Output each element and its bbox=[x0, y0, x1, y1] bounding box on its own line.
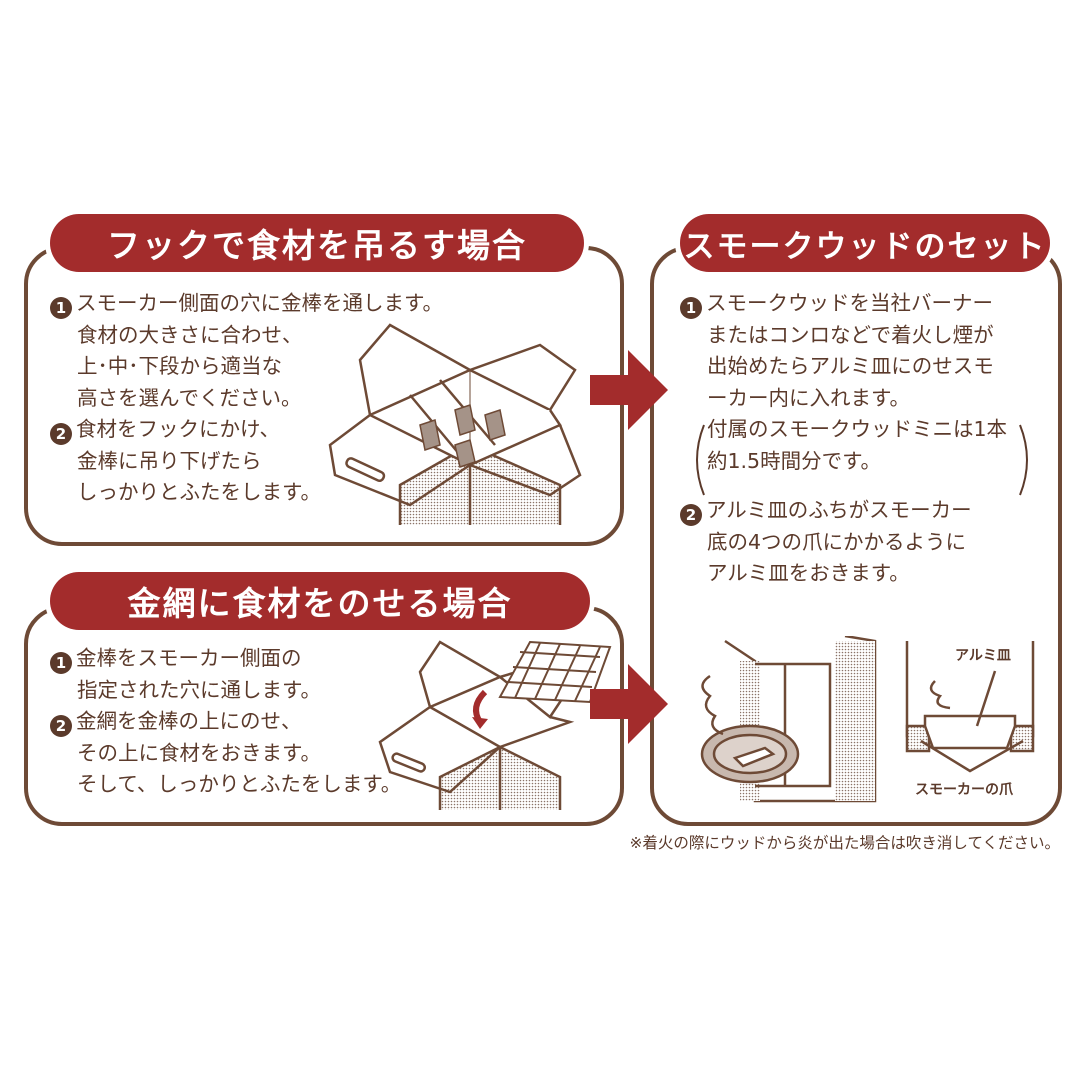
step-text: 底の4つの爪にかかるように bbox=[707, 529, 967, 554]
step-text: しっかりとふたをします。 bbox=[77, 480, 321, 504]
step-text: 上･中･下段から適当な bbox=[77, 354, 282, 378]
step-text: ーカー内に入れます。 bbox=[707, 385, 910, 410]
claw-label: スモーカーの爪 bbox=[915, 782, 1014, 798]
step-text: 金網を金棒の上にのせ、 bbox=[76, 709, 302, 733]
hook-section-title: フックで食材を吊るす場合 bbox=[50, 214, 584, 272]
step-number-badge: 1 bbox=[50, 652, 72, 674]
step-text: 金棒に吊り下げたら bbox=[77, 448, 262, 473]
step-text: アルミ皿をおきます。 bbox=[707, 561, 910, 585]
step-text: そして、しっかりとふたをします。 bbox=[77, 772, 402, 796]
note-parentheses bbox=[696, 424, 1028, 496]
wood-section-title: スモークウッドのセット bbox=[680, 214, 1050, 272]
tray-label: アルミ皿 bbox=[955, 648, 1011, 664]
step-number-badge: 1 bbox=[680, 297, 702, 319]
note-text: 付属のスモークウッドミニは1本 bbox=[707, 417, 1008, 441]
step-text: 食材をフックにかけ、 bbox=[76, 417, 280, 441]
smoker-hook-illustration bbox=[328, 323, 582, 525]
step-text: スモークウッドを当社バーナー bbox=[706, 291, 993, 315]
note-text: 約1.5時間分です。 bbox=[707, 448, 882, 473]
tray-placement-illustration: アルミ皿 スモーカーの爪 bbox=[700, 636, 1035, 803]
step-number-badge: 2 bbox=[50, 423, 72, 445]
step-text: スモーカー側面の穴に金棒を通します。 bbox=[76, 291, 443, 315]
step-text: 出始めたらアルミ皿にのせスモ bbox=[707, 354, 994, 378]
step-text: 食材の大きさに合わせ、 bbox=[77, 322, 303, 347]
step-text: またはコンロなどで着火し煙が bbox=[707, 322, 994, 347]
arrow-right-icon bbox=[590, 664, 668, 744]
step-number-badge: 2 bbox=[50, 715, 72, 737]
step-text: 高さを選んでください。 bbox=[77, 385, 302, 410]
step-text: アルミ皿のふちがスモーカー bbox=[706, 498, 972, 522]
step-text: 指定された穴に通します。 bbox=[77, 677, 321, 702]
arrow-right-icon bbox=[590, 350, 668, 430]
step-text: その上に食材をおきます。 bbox=[77, 740, 321, 765]
step-number-badge: 2 bbox=[680, 504, 702, 526]
footnote: ※着火の際にウッドから炎が出た場合は吹き消してください。 bbox=[629, 834, 1060, 852]
step-number-badge: 1 bbox=[50, 297, 72, 319]
step-text: 金棒をスモーカー側面の bbox=[76, 646, 302, 670]
grill-section-title: 金網に食材をのせる場合 bbox=[50, 572, 590, 630]
smoker-grill-illustration bbox=[378, 640, 612, 810]
